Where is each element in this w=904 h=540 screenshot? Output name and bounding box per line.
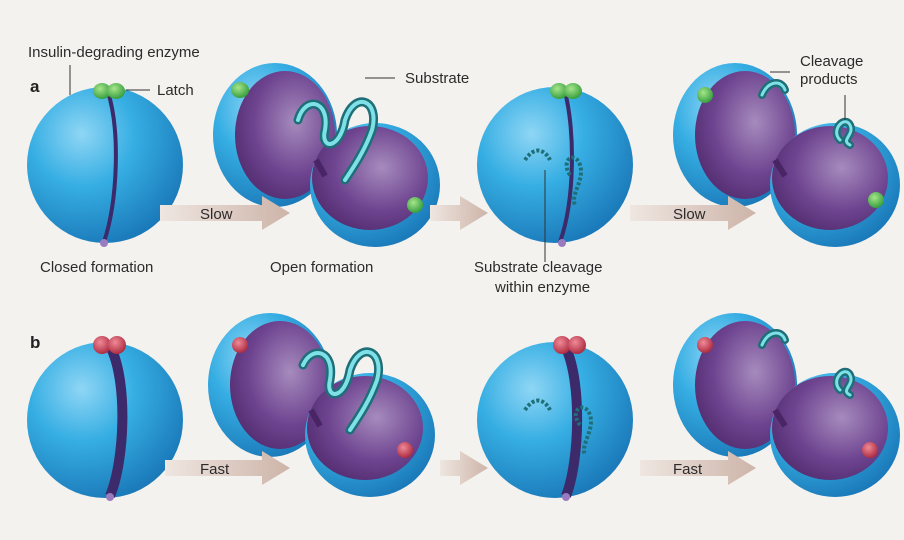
latch-half-red-b5 <box>862 442 878 458</box>
arrow-text-b3: Fast <box>673 461 703 478</box>
arrow-text-b1: Fast <box>200 461 230 478</box>
label-substrate-cleavage-line2: within enzyme <box>494 279 590 296</box>
latch-half-green-a1 <box>231 82 249 98</box>
label-closed-formation: Closed formation <box>40 259 153 276</box>
arrow-text-a1: Slow <box>200 206 233 223</box>
label-open-formation: Open formation <box>270 259 373 276</box>
panel-label-b: b <box>30 333 40 352</box>
label-latch: Latch <box>157 82 194 99</box>
label-cleavage-line2: products <box>800 71 858 88</box>
label-substrate-cleavage-line1: Substrate cleavage <box>474 259 602 276</box>
latch-half-green-a2 <box>407 197 423 213</box>
label-substrate: Substrate <box>405 70 469 87</box>
arrow-a2 <box>430 196 488 230</box>
label-enzyme: Insulin-degrading enzyme <box>28 44 200 61</box>
arrow-b2 <box>440 451 488 485</box>
closed-enzyme-a <box>27 87 183 247</box>
label-cleavage-line1: Cleavage <box>800 53 863 70</box>
latch-half-red-b1 <box>232 337 248 353</box>
latch-half-green-a4 <box>697 87 713 103</box>
latch-half-red-b4 <box>697 337 713 353</box>
latch-half-green-a5 <box>868 192 884 208</box>
arrow-text-a3: Slow <box>673 206 706 223</box>
panel-label-a: a <box>30 77 40 96</box>
cleavage-enzyme-b <box>477 342 633 501</box>
closed-enzyme-b <box>27 342 183 501</box>
latch-half-red-b2 <box>397 442 413 458</box>
cleavage-enzyme-a <box>477 87 633 247</box>
